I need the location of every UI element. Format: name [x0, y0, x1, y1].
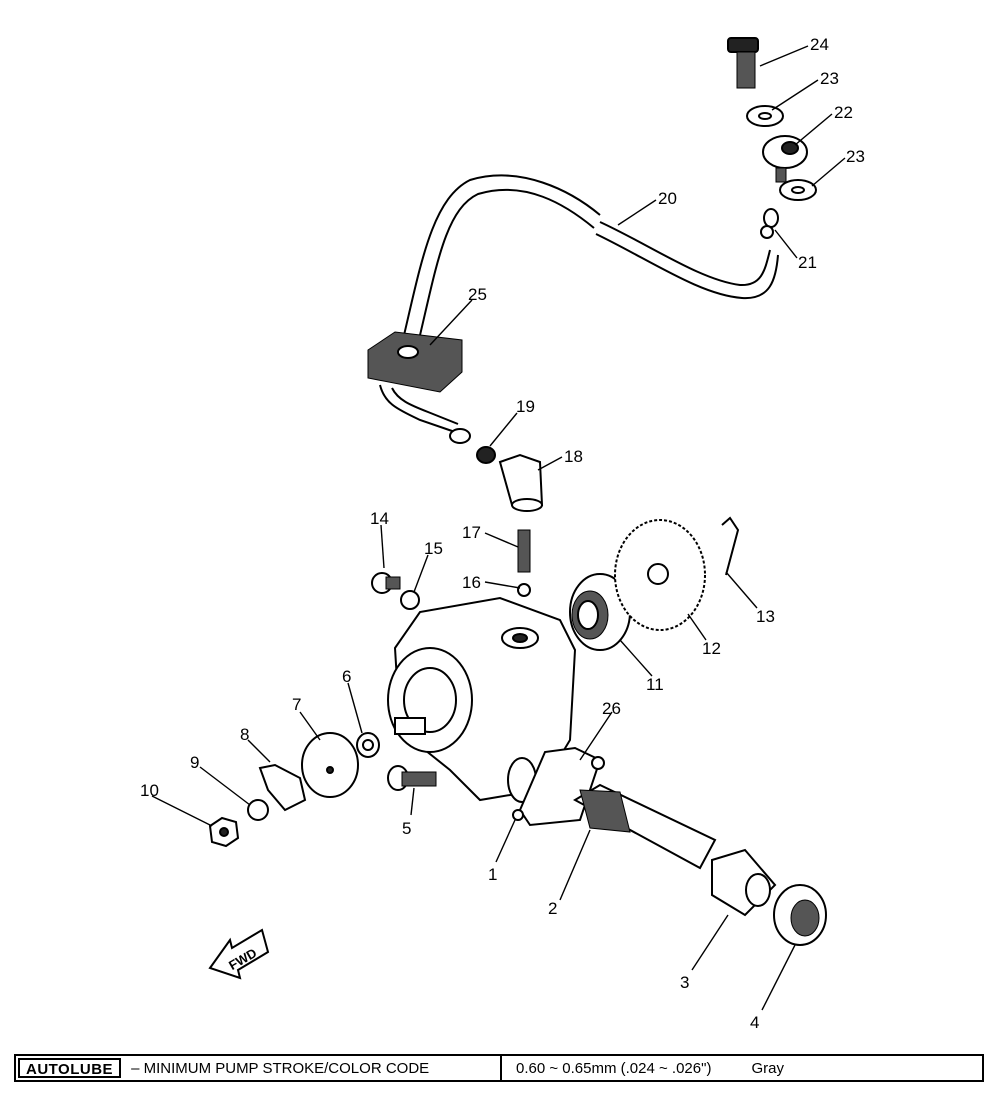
drive-shaft-bushing [711, 848, 777, 917]
locknut [208, 816, 240, 848]
callout-20: 20 [658, 189, 677, 208]
adjusting-plate [301, 732, 359, 798]
mounting-screw [387, 765, 437, 791]
cotter-pin [721, 516, 740, 576]
washer-15 [400, 590, 420, 610]
oil-hose [399, 174, 779, 353]
callout-16: 16 [462, 573, 481, 592]
callout-11: 11 [646, 675, 664, 694]
callout-13: 13 [756, 607, 775, 626]
callout-7: 7 [292, 695, 301, 714]
pump-drive-shaft [572, 783, 717, 870]
forward-direction-arrow: FWD [208, 928, 270, 980]
hose-joint [449, 428, 471, 444]
callout-15: 15 [424, 539, 443, 558]
callout-17: 17 [462, 523, 481, 542]
spec-value-cell: 0.60 ~ 0.65mm (.024 ~ .026") Gray [502, 1060, 982, 1077]
check-ball [517, 583, 531, 597]
bolt-with-washer [371, 572, 401, 594]
lock-washer [247, 799, 269, 821]
callout-22: 22 [834, 103, 853, 122]
oil-pump-body [387, 596, 577, 802]
callout-23-lower: 23 [846, 147, 865, 166]
callout-1: 1 [488, 865, 497, 884]
callout-10: 10 [140, 781, 159, 800]
adjusting-pulley-cam [258, 763, 307, 812]
callout-14: 14 [370, 509, 389, 528]
callout-labels: 24 23 22 23 21 20 25 19 18 17 16 14 15 1… [140, 35, 865, 1032]
callout-19: 19 [516, 397, 535, 416]
callout-3: 3 [680, 973, 689, 992]
pipe-fitting [476, 446, 496, 464]
callout-5: 5 [402, 819, 411, 838]
union-fitting [762, 135, 808, 183]
drive-gear [614, 519, 706, 631]
callout-23-upper: 23 [820, 69, 839, 88]
banjo-bolt [727, 37, 759, 89]
callout-4: 4 [750, 1013, 759, 1032]
callout-18: 18 [564, 447, 583, 466]
callout-6: 6 [342, 667, 351, 686]
check-spring [517, 529, 531, 573]
oil-seal-shaft [773, 884, 827, 946]
callout-9: 9 [190, 753, 199, 772]
hose-clip [760, 208, 779, 239]
grommet [367, 331, 463, 393]
leader-lines [151, 45, 846, 1011]
callout-12: 12 [702, 639, 721, 658]
callout-2: 2 [548, 899, 557, 918]
spec-title: AUTOLUBE [18, 1058, 122, 1078]
callout-26: 26 [602, 699, 621, 718]
callout-8: 8 [240, 725, 249, 744]
spec-label-cell: AUTOLUBE – MINIMUM PUMP STROKE/COLOR COD… [16, 1056, 502, 1080]
spec-description: – MINIMUM PUMP STROKE/COLOR CODE [131, 1059, 430, 1077]
callout-24: 24 [810, 35, 829, 54]
spec-bar: AUTOLUBE – MINIMUM PUMP STROKE/COLOR COD… [14, 1054, 984, 1082]
banjo-elbow [498, 453, 544, 512]
callout-21: 21 [798, 253, 817, 272]
spec-value: 0.60 ~ 0.65mm (.024 ~ .026") [516, 1059, 712, 1077]
callout-25: 25 [468, 285, 487, 304]
spec-color-code: Gray [751, 1059, 784, 1077]
